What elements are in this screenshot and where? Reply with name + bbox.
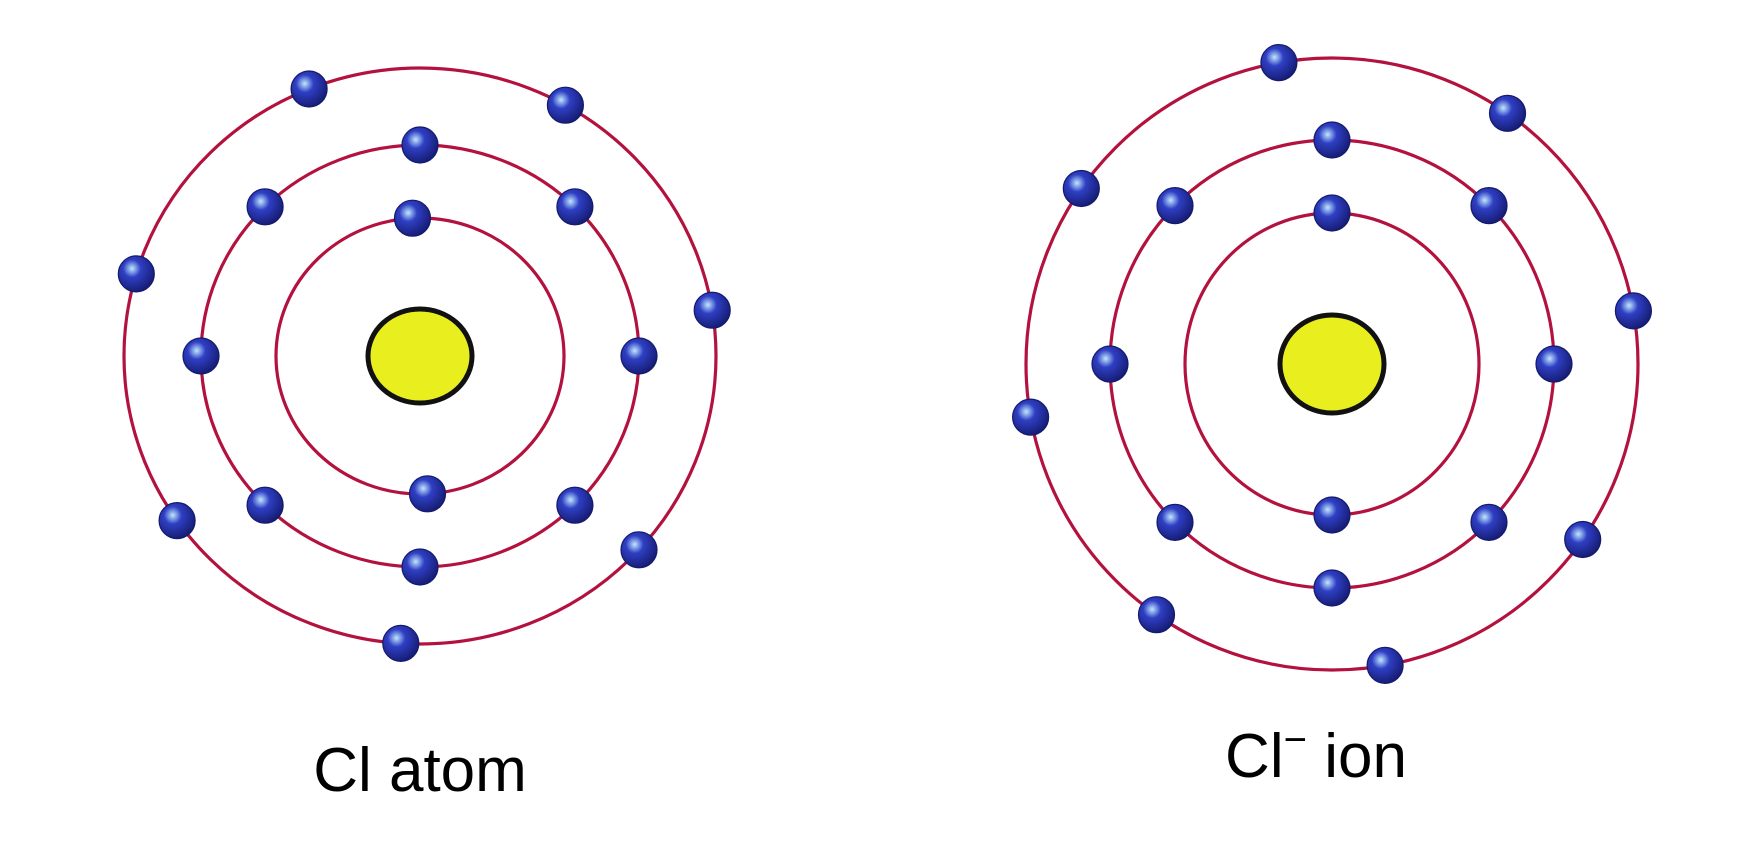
cl-atom-shell-1-electron [408,475,447,513]
cl-ion-shell-2-electron [1470,503,1508,542]
cl-ion-shell-3-electron [1614,292,1653,330]
cl-ion-shell-2-electron [1535,345,1573,383]
cl-ion-label: Cl− ion [1225,718,1407,791]
cl-ion-shell-3-electron [1260,43,1298,82]
cl-atom-symbol: Cl [313,736,372,805]
cl-ion-shell-2-electron [1091,345,1129,383]
cl-atom-shell-2-electron [246,486,284,524]
cl-ion-shell-3-electron [1564,520,1602,559]
cl-atom-nucleus [365,306,475,406]
cl-atom-shell-2-electron [556,486,594,524]
cl-ion-shell-1-electron [1313,194,1351,232]
cl-atom-shell-3-electron [290,70,328,108]
cl-ion-shell-3-electron [1366,646,1404,685]
cl-atom-shell-3-electron [620,531,658,569]
cl-atom-shell-3-electron [693,291,731,329]
cl-atom-shell-2-electron [182,337,220,375]
cl-atom-shell-2-electron [556,188,594,226]
cl-atom-shell-2-electron [401,548,439,586]
cl-ion-shell-3-electron [1488,94,1527,132]
cl-ion-suffix: ion [1307,722,1407,791]
cl-atom-shell-3-orbit [122,66,718,646]
cl-ion-superscript: − [1284,718,1307,762]
cl-atom-shell-3-electron [382,624,420,663]
cl-ion-shell-3-electron [1137,596,1176,634]
cl-atom-shell-3-electron [546,86,585,124]
cl-atom-model [117,66,731,663]
cl-ion-shell-3-orbit [1024,56,1640,672]
cl-atom-suffix: atom [372,736,527,805]
cl-atom-shell-2-electron [620,337,658,375]
cl-ion-shell-2-electron [1156,187,1194,225]
cl-ion-shell-3-electron [1062,169,1100,208]
cl-atom-shell-1-electron [393,199,432,237]
cl-ion-shell-2-electron [1313,569,1351,607]
cl-atom-shell-2-electron [246,188,284,226]
cl-atom-shell-3-electron [158,501,196,540]
cl-ion-shell-3-electron [1011,398,1050,436]
cl-ion-shell-1-electron [1313,496,1351,534]
cl-ion-shell-2-electron [1156,503,1194,542]
cl-atom-shell-2-electron [401,126,439,164]
cl-ion-symbol: Cl [1225,722,1284,791]
cl-atom-label: Cl atom [313,736,527,805]
cl-ion-model [1011,43,1653,685]
cl-atom-shell-3-electron [117,255,155,293]
cl-ion-shell-2-electron [1470,187,1508,225]
cl-ion-nucleus [1277,312,1387,416]
cl-ion-shell-2-electron [1313,121,1351,159]
